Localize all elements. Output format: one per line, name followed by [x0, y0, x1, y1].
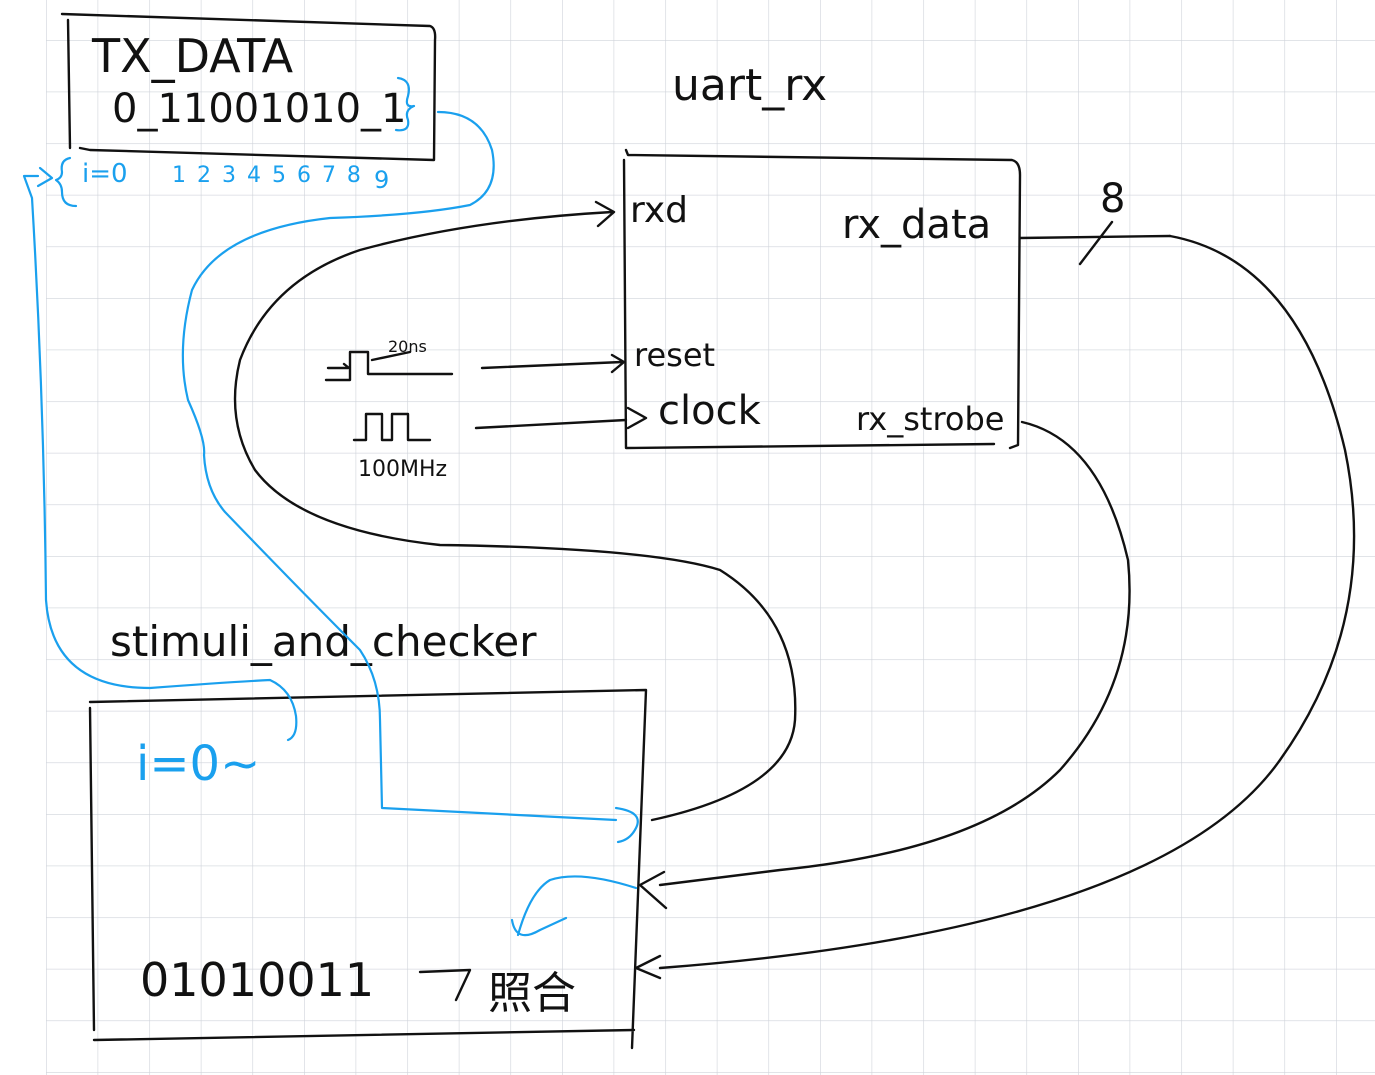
- uart-rx-block: rxd rx_data reset clock rx_strobe: [622, 148, 1022, 450]
- reset-pulse-label: 20ns: [388, 337, 427, 356]
- uart-rx-title: uart_rx: [672, 60, 827, 111]
- bits-brace-icon: [394, 76, 416, 132]
- tx-index-start: i=0: [82, 159, 128, 189]
- clock-arrow: [474, 418, 628, 430]
- reset-pulse-symbol: 20ns: [324, 337, 454, 382]
- port-clock: clock: [658, 388, 762, 434]
- port-rx-strobe: rx_strobe: [856, 400, 1004, 438]
- stimuli-and-checker-block: i=0~ 01010011 照合: [88, 688, 648, 1050]
- index-brace-icon: [54, 156, 78, 208]
- port-rxd: rxd: [630, 190, 688, 231]
- compare-label: 照合: [488, 968, 576, 1019]
- grid-paper: [46, 0, 1375, 1075]
- rxd-brace-annotation: [614, 806, 639, 844]
- clock-label: 100MHz: [358, 457, 447, 482]
- tx-indices: 1 2 3 4 5 6 7 8: [172, 163, 363, 188]
- compare-arrow: [418, 968, 472, 1002]
- compare-flow-annotation: [510, 875, 638, 937]
- rxd-stimulus-wire: [233, 200, 797, 822]
- port-reset: reset: [634, 336, 715, 374]
- received-bits: 01010011: [140, 953, 374, 1007]
- index-flow-annotation: [22, 174, 298, 742]
- tx-data-title: TX_DATA: [91, 29, 294, 83]
- clock-waveform-symbol: 100MHz: [352, 412, 447, 482]
- bus-width-slash: [1078, 220, 1114, 266]
- tx-index-last: 9: [374, 166, 389, 194]
- tx-to-rxd-annotation: [202, 453, 618, 822]
- reset-arrow: [480, 353, 626, 374]
- rx-data-bus-line: [1018, 234, 1172, 240]
- clock-input-triangle-icon: [626, 406, 648, 430]
- tx-data-bits: 0_11001010_1: [112, 86, 407, 132]
- stimuli-index: i=0~: [136, 736, 260, 792]
- bus-width-label: 8: [1100, 176, 1125, 222]
- index-arrow-icon: [36, 166, 54, 188]
- rx-strobe-wire: [638, 420, 1131, 910]
- tx-data-box: TX_DATA 0_11001010_1 i=0 1 2 3 4 5 6 7 8…: [54, 12, 437, 208]
- port-rx-data: rx_data: [842, 202, 991, 248]
- stimuli-title: stimuli_and_checker: [110, 617, 537, 666]
- tx-bits-flow-annotation: [181, 110, 495, 457]
